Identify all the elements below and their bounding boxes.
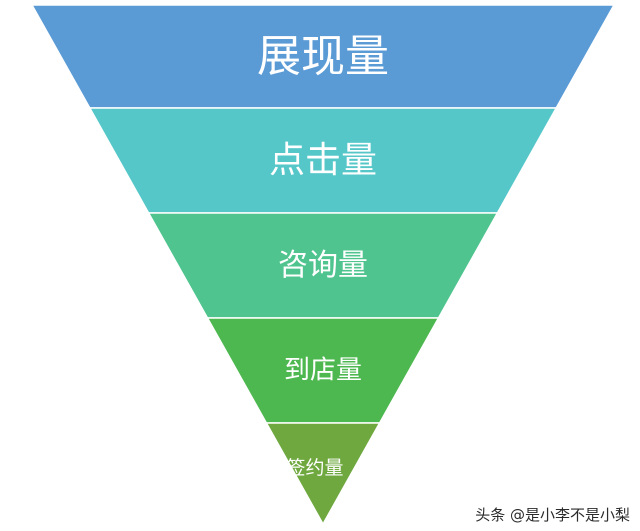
funnel-stage-label-3: 咨询量 (278, 248, 368, 283)
watermark-text: 头条 @是小李不是小梨 (475, 506, 630, 524)
funnel-stage-label-5: 签约量 (286, 457, 343, 479)
funnel-stage-label-1: 展现量 (257, 31, 389, 82)
funnel-stage-label-4: 到店量 (284, 356, 362, 386)
funnel-stage-label-2: 点击量 (269, 140, 377, 181)
funnel-stage-5 (265, 422, 381, 526)
